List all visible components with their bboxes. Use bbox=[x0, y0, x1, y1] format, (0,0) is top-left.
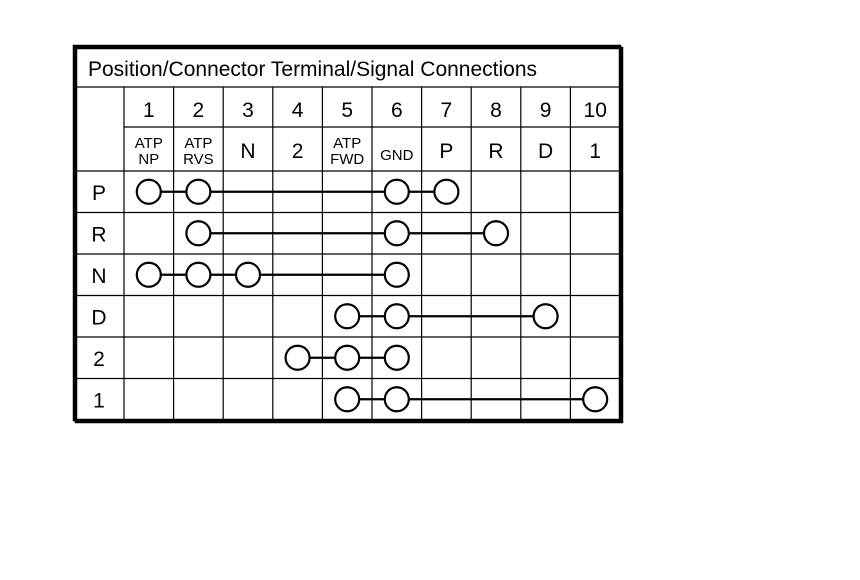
connection-node bbox=[532, 303, 559, 330]
connection-node bbox=[185, 178, 212, 205]
connection-node bbox=[185, 220, 212, 247]
connection-node bbox=[383, 344, 410, 371]
connection-node bbox=[383, 386, 410, 413]
terminal-signal-label: R bbox=[488, 140, 503, 163]
terminal-number: 10 bbox=[584, 99, 607, 122]
terminal-signal-label: ATP bbox=[333, 135, 361, 152]
terminal-signal-label: 2 bbox=[292, 140, 304, 163]
terminal-number: 4 bbox=[292, 99, 304, 122]
terminal-signal-label: P bbox=[439, 140, 453, 163]
terminal-signal-label: FWD bbox=[330, 151, 364, 168]
terminal-signal-label: D bbox=[538, 140, 553, 163]
connection-node bbox=[482, 220, 510, 247]
connection-node bbox=[135, 261, 162, 288]
frame-border bbox=[72, 44, 622, 422]
terminal-signal-label: GND bbox=[380, 147, 414, 164]
connection-node bbox=[433, 178, 460, 205]
connection-node bbox=[334, 344, 361, 371]
terminal-number: 2 bbox=[193, 99, 205, 122]
terminal-signal-label: RVS bbox=[183, 151, 214, 168]
connection-node bbox=[582, 386, 609, 413]
position-label: P bbox=[92, 182, 106, 205]
terminal-signal-label: NP bbox=[138, 151, 159, 168]
connection-node bbox=[234, 261, 262, 288]
terminal-number: 9 bbox=[540, 99, 552, 122]
terminal-signal-label: ATP bbox=[135, 135, 163, 152]
connection-node bbox=[383, 178, 410, 205]
connection-node bbox=[334, 386, 361, 413]
connection-node bbox=[334, 303, 361, 330]
chart-frame bbox=[72, 44, 624, 424]
chart-labels: Position/Connector Terminal/Signal Conne… bbox=[88, 58, 607, 412]
connection-nodes bbox=[135, 178, 609, 413]
frame-shadow bbox=[74, 46, 624, 424]
terminal-number: 8 bbox=[490, 99, 502, 122]
position-label: D bbox=[91, 306, 106, 329]
connection-node bbox=[284, 344, 311, 371]
chart-grid bbox=[74, 86, 620, 420]
terminal-signal-label: N bbox=[240, 140, 255, 163]
terminal-number: 5 bbox=[341, 99, 353, 122]
terminal-number: 6 bbox=[391, 99, 403, 122]
position-label: N bbox=[91, 265, 106, 288]
position-label: R bbox=[91, 223, 106, 246]
terminal-number: 7 bbox=[441, 99, 453, 122]
terminal-signal-label: ATP bbox=[184, 135, 212, 152]
terminal-signal-label: 1 bbox=[589, 140, 601, 163]
connection-node bbox=[383, 261, 410, 288]
connection-node bbox=[135, 178, 162, 205]
connection-node bbox=[383, 220, 410, 247]
connection-node bbox=[185, 261, 212, 288]
connection-node bbox=[383, 303, 410, 330]
terminal-number: 3 bbox=[242, 99, 254, 122]
chart-title: Position/Connector Terminal/Signal Conne… bbox=[88, 58, 537, 81]
terminal-number: 1 bbox=[143, 99, 155, 122]
position-label: 2 bbox=[93, 348, 105, 371]
position-label: 1 bbox=[93, 389, 105, 412]
